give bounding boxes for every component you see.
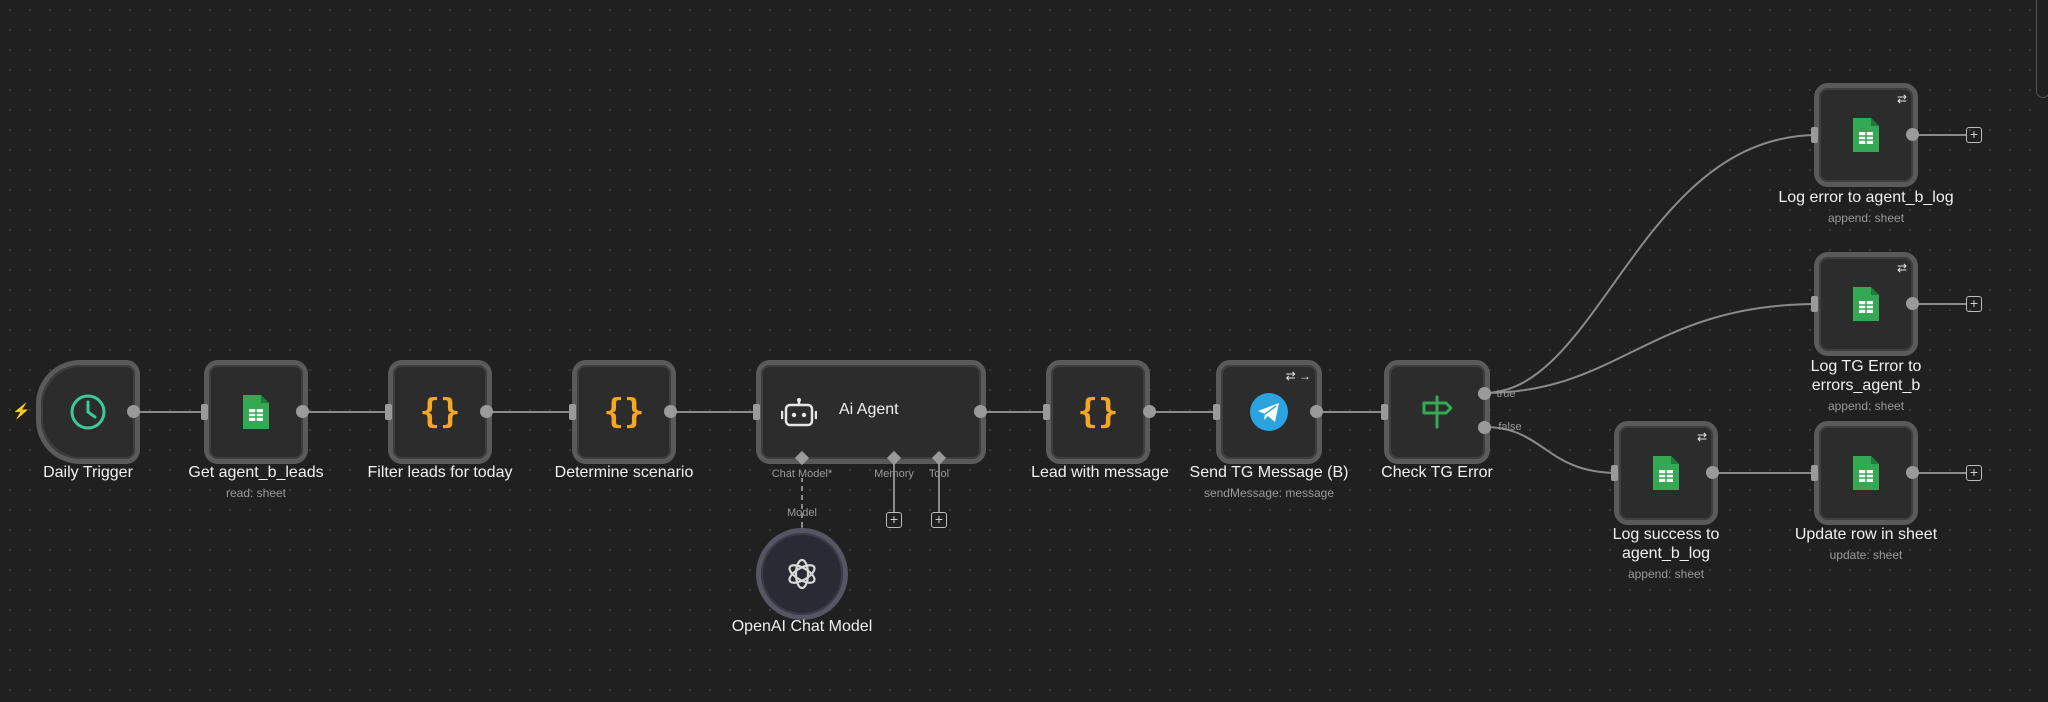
node-label: Send TG Message (B) (1189, 464, 1349, 481)
add-tool-button[interactable]: + (931, 512, 947, 528)
output-handle[interactable] (127, 405, 140, 418)
retry-badge-icon: ⇄ (1696, 430, 1707, 444)
node-get-agent-b-leads[interactable] (204, 360, 308, 464)
node-label: Get agent_b_leads (188, 464, 324, 481)
node-label: Filter leads for today (367, 464, 513, 481)
node-check-tg-error[interactable] (1384, 360, 1490, 464)
node-log-success[interactable]: ⇄ (1614, 421, 1718, 525)
input-handle[interactable] (1043, 404, 1050, 420)
telegram-icon (1249, 392, 1289, 432)
node-label: Update row in sheet (1794, 526, 1938, 543)
node-ai-agent[interactable]: Ai Agent (756, 360, 986, 464)
output-handle[interactable] (1310, 405, 1323, 418)
false-branch-label: false (1498, 421, 1522, 433)
node-subtitle: update: sheet (1829, 548, 1903, 562)
node-daily-trigger[interactable] (36, 360, 140, 464)
google-sheets-icon (1851, 116, 1881, 154)
output-handle[interactable] (1906, 466, 1919, 479)
output-handle[interactable] (1906, 297, 1919, 310)
trigger-bolt-icon: ⚡ (12, 403, 31, 420)
node-log-tg-error[interactable]: ⇄ (1814, 252, 1918, 356)
node-openai-chat-model[interactable] (756, 528, 848, 620)
input-handle[interactable] (201, 404, 208, 420)
input-handle[interactable] (1811, 127, 1818, 143)
input-handle[interactable] (385, 404, 392, 420)
true-branch-label: true (1496, 388, 1516, 400)
tool-port-label: Tool (928, 468, 950, 480)
input-handle[interactable] (1381, 404, 1388, 420)
node-subtitle: append: sheet (1827, 399, 1905, 413)
true-output-handle[interactable] (1478, 387, 1491, 400)
google-sheets-icon (241, 393, 271, 431)
node-label: Daily Trigger (43, 464, 133, 481)
node-label-line2: agent_b_log (1621, 545, 1711, 562)
retry-badge-icon: ⇄ (1896, 261, 1907, 275)
google-sheets-icon (1651, 454, 1681, 492)
clock-icon (68, 392, 108, 432)
add-node-button[interactable]: + (1966, 127, 1982, 143)
signpost-icon (1418, 393, 1456, 431)
false-output-handle[interactable] (1478, 421, 1491, 434)
memory-port-label: Memory (874, 468, 914, 480)
edge-check-true-to-log-tg-error (1483, 303, 1819, 394)
node-label: Lead with message (1031, 464, 1169, 481)
edge-check-false-to-log-success (1483, 426, 1619, 474)
code-braces-icon: {} (1077, 392, 1119, 432)
node-subtitle: sendMessage: message (1203, 486, 1335, 500)
node-label-line2: errors_agent_b (1811, 377, 1921, 394)
google-sheets-icon (1851, 285, 1881, 323)
output-handle[interactable] (1143, 405, 1156, 418)
input-handle[interactable] (1811, 296, 1818, 312)
add-node-button[interactable]: + (1966, 465, 1982, 481)
node-update-row[interactable] (1814, 421, 1918, 525)
node-log-error[interactable]: ⇄ (1814, 83, 1918, 187)
ai-agent-title: Ai Agent (839, 401, 899, 418)
svg-text:{}: {} (604, 392, 645, 432)
node-label: OpenAI Chat Model (731, 618, 873, 635)
chat-model-port-label: Chat Model* (771, 468, 833, 480)
output-handle[interactable] (664, 405, 677, 418)
canvas-side-panel-edge[interactable] (2036, 0, 2048, 98)
output-handle[interactable] (974, 405, 987, 418)
retry-arrow-badge-icon: ⇄ → (1285, 369, 1311, 383)
svg-text:{}: {} (1078, 392, 1119, 432)
code-braces-icon: {} (603, 392, 645, 432)
output-handle[interactable] (1906, 128, 1919, 141)
node-label-line1: Log success to (1612, 526, 1720, 543)
node-label-line1: Log TG Error to (1810, 358, 1922, 375)
node-subtitle: read: sheet (225, 486, 287, 500)
node-subtitle: append: sheet (1627, 567, 1705, 581)
output-handle[interactable] (480, 405, 493, 418)
retry-badge-icon: ⇄ (1896, 92, 1907, 106)
svg-text:{}: {} (420, 392, 461, 432)
robot-icon (780, 397, 818, 434)
node-label: Log error to agent_b_log (1778, 189, 1954, 206)
output-handle[interactable] (1706, 466, 1719, 479)
openai-icon (785, 557, 819, 591)
node-determine-scenario[interactable]: {} (572, 360, 676, 464)
code-braces-icon: {} (419, 392, 461, 432)
node-send-tg-message[interactable]: ⇄ → (1216, 360, 1322, 464)
node-lead-with-message[interactable]: {} (1046, 360, 1150, 464)
output-handle[interactable] (296, 405, 309, 418)
add-node-button[interactable]: + (1966, 296, 1982, 312)
add-memory-button[interactable]: + (886, 512, 902, 528)
input-handle[interactable] (569, 404, 576, 420)
edge-check-true-to-log-error (1483, 134, 1819, 394)
input-handle[interactable] (753, 404, 760, 420)
node-label: Determine scenario (554, 464, 694, 481)
model-port-label: Model (787, 507, 817, 519)
node-filter-leads[interactable]: {} (388, 360, 492, 464)
google-sheets-icon (1851, 454, 1881, 492)
input-handle[interactable] (1811, 465, 1818, 481)
node-label: Check TG Error (1381, 464, 1493, 481)
input-handle[interactable] (1213, 404, 1220, 420)
node-subtitle: append: sheet (1827, 211, 1905, 225)
input-handle[interactable] (1611, 465, 1618, 481)
